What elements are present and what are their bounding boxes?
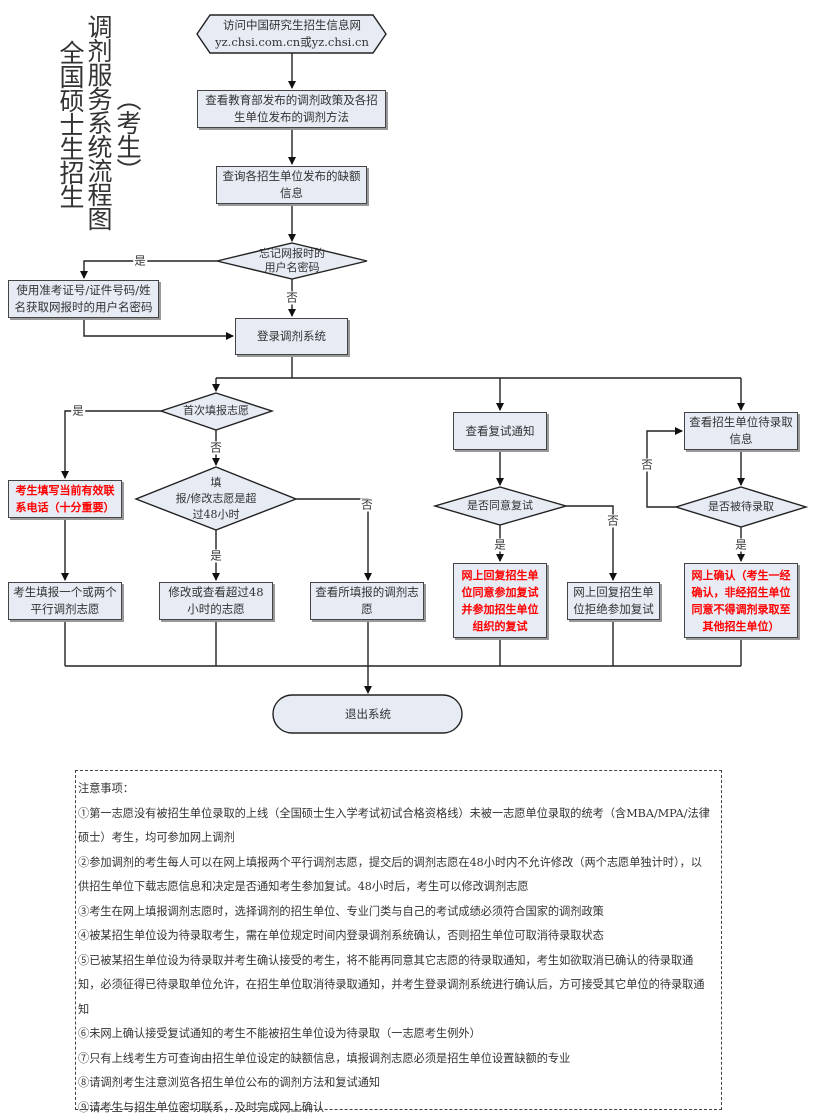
agree-no-box: 网上回复招生单位拒绝参加复试 xyxy=(567,582,660,620)
pending-decision: 是否被待录取 xyxy=(708,500,774,513)
pending-info-box: 查看招生单位待录取信息 xyxy=(684,412,798,450)
agree-yes-box: 网上回复招生单位同意参加复试并参加招生单位组织的复试 xyxy=(453,563,547,638)
confirm-box: 网上确认（考生一经确认，非经招生单位同意不得调剂录取至其他招生单位） xyxy=(684,563,798,638)
forgot-line2: 用户名密码 xyxy=(264,261,320,274)
login-box: 登录调剂系统 xyxy=(235,318,348,355)
note-item: ⑧请调剂考生注意浏览各招生单位公布的调剂方法和复试通知 xyxy=(78,1076,381,1089)
note-item: ⑤已被某招生单位设为待录取并考生确认接受的考生，将不能再同意其它志愿的待录取通知… xyxy=(78,953,705,1016)
yes-label: 是 xyxy=(71,403,85,418)
over48-line3: 过48小时 xyxy=(192,508,240,521)
no-label: 否 xyxy=(640,457,654,472)
notes-panel: 注意事项： ①第一志愿没有被招生单位录取的上线（全国硕士生入学考试初试合格资格线… xyxy=(75,770,722,1114)
forgot-decision: 忘记网报时的 用户名密码 xyxy=(259,247,325,275)
retrieve-box: 使用准考证号/证件号码/姓名获取网报时的用户名密码 xyxy=(8,280,159,318)
fill-two-box: 考生填报一个或两个平行调剂志愿 xyxy=(8,582,122,620)
start-node: 访问中国研究生招生信息网 yz.chsi.com.cn或yz.chsi.cn xyxy=(215,17,369,51)
yes-label: 是 xyxy=(493,537,507,552)
note-item: ④被某招生单位设为待录取考生，需在单位规定时间内登录调剂系统确认，否则招生单位可… xyxy=(78,929,604,942)
exit-node: 退出系统 xyxy=(345,707,391,721)
note-item: ⑦只有上线考生方可查询由招生单位设定的缺额信息，填报调剂志愿必须是招生单位设置缺… xyxy=(78,1051,571,1065)
note-item: ①第一志愿没有被招生单位录取的上线（全国硕士生入学考试初试合格资格线）未被一志愿… xyxy=(78,806,710,845)
diagram-title-line3: （考生） xyxy=(113,86,142,182)
yes-label: 是 xyxy=(734,537,748,552)
start-hexagon xyxy=(196,14,387,54)
note-item: ②参加调剂的考生每人可以在网上填报两个平行调剂志愿，提交后的调剂志愿在48小时内… xyxy=(78,855,702,894)
view-filled-box: 查看所填报的调剂志愿 xyxy=(310,582,424,620)
exit-terminal-shape xyxy=(272,694,463,734)
note-item: ⑨请考生与招生单位密切联系，及时完成网上确认 xyxy=(78,1100,325,1114)
no-label: 否 xyxy=(606,513,620,528)
policy-box: 查看教育部发布的调剂政策及各招生单位发布的调剂方法 xyxy=(197,90,386,128)
over48-line1: 填 xyxy=(210,476,222,489)
no-label: 否 xyxy=(285,290,299,305)
forgot-line1: 忘记网报时的 xyxy=(259,247,325,260)
over48-line2: 报/修改志愿是超 xyxy=(175,492,257,505)
vacancy-box: 查询各招生单位发布的缺额信息 xyxy=(216,166,367,204)
start-line2: yz.chsi.com.cn或yz.chsi.cn xyxy=(215,35,369,49)
retest-notice-box: 查看复试通知 xyxy=(453,412,547,450)
first-decision: 首次填报志愿 xyxy=(183,404,249,417)
note-item: ⑥未网上确认接受复试通知的考生不能被招生单位设为待录取（一志愿考生例外） xyxy=(78,1027,481,1040)
diagram-title-line1: 全国硕士生招生 xyxy=(56,40,85,208)
yes-label: 是 xyxy=(133,253,147,268)
diagram-title-line2: 调剂服务系统流程图 xyxy=(84,14,113,230)
start-line1: 访问中国研究生招生信息网 xyxy=(223,18,361,32)
yes-label: 是 xyxy=(209,548,223,563)
modify-box: 修改或查看超过48小时的志愿 xyxy=(159,582,273,620)
note-item: ③考生在网上填报调剂志愿时，选择调剂的招生单位、专业门类与自己的考试成绩必须符合… xyxy=(78,904,604,918)
over48-decision: 填 报/修改志愿是超 过48小时 xyxy=(176,475,257,523)
agree-decision: 是否同意复试 xyxy=(467,499,533,512)
notes-heading: 注意事项： xyxy=(78,782,134,795)
no-label: 否 xyxy=(360,497,374,512)
no-label: 否 xyxy=(209,440,223,455)
phone-box: 考生填写当前有效联系电话（十分重要） xyxy=(8,480,122,518)
